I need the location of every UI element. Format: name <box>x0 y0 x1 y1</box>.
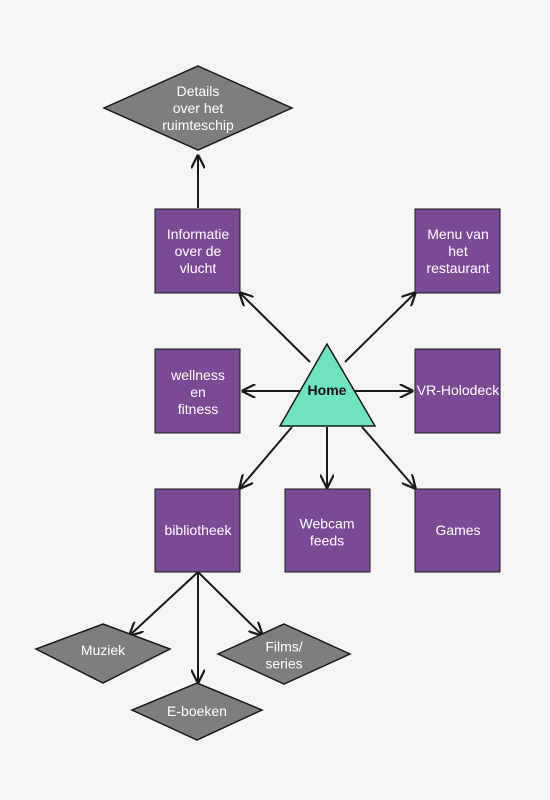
label-line: E-boeken <box>167 703 227 719</box>
home-label: Home <box>308 382 347 398</box>
label-line: Muziek <box>81 642 126 658</box>
vr-holodeck-label: VR-Holodeck <box>417 382 500 398</box>
label-line: Informatie <box>167 226 229 242</box>
label-line: en <box>190 384 206 400</box>
films-series-label: Films/series <box>265 639 302 672</box>
connectors <box>130 156 415 682</box>
ebooks-label: E-boeken <box>167 703 227 719</box>
arrow-home-to-menu <box>344 293 415 363</box>
label-line: Games <box>435 522 480 538</box>
label-line: ruimteschip <box>162 117 234 133</box>
label-line: het <box>448 243 468 259</box>
label-line: vlucht <box>180 260 217 276</box>
label-line: over het <box>173 100 224 116</box>
arrow-library-to-films <box>197 571 262 635</box>
node-ebooks[interactable]: E-boeken <box>130 682 264 741</box>
node-games[interactable]: Games <box>414 488 501 573</box>
label-line: Films/ <box>265 639 302 655</box>
library-label: bibliotheek <box>165 522 233 538</box>
arrow-library-to-music <box>130 571 199 635</box>
games-label: Games <box>435 522 480 538</box>
label-line: wellness <box>170 367 225 383</box>
label-line: series <box>265 656 302 672</box>
label-line: restaurant <box>426 260 489 276</box>
arrow-home-to-games <box>361 426 415 488</box>
arrow-home-to-library <box>240 426 293 488</box>
label-line: fitness <box>178 401 218 417</box>
node-vr-holodeck[interactable]: VR-Holodeck <box>414 348 501 434</box>
node-films-series[interactable]: Films/series <box>216 623 352 685</box>
label-line: VR-Holodeck <box>417 382 500 398</box>
label-line: feeds <box>310 533 344 549</box>
label-line: Details <box>177 83 220 99</box>
label-line: Menu van <box>427 226 488 242</box>
node-home[interactable]: Home <box>278 342 377 427</box>
arrow-home-to-flight <box>240 293 311 363</box>
music-label: Muziek <box>81 642 126 658</box>
label-line: over de <box>175 243 222 259</box>
label-line: bibliotheek <box>165 522 233 538</box>
node-library[interactable]: bibliotheek <box>154 488 241 573</box>
node-music[interactable]: Muziek <box>34 623 172 684</box>
label-line: Webcam <box>300 516 355 532</box>
